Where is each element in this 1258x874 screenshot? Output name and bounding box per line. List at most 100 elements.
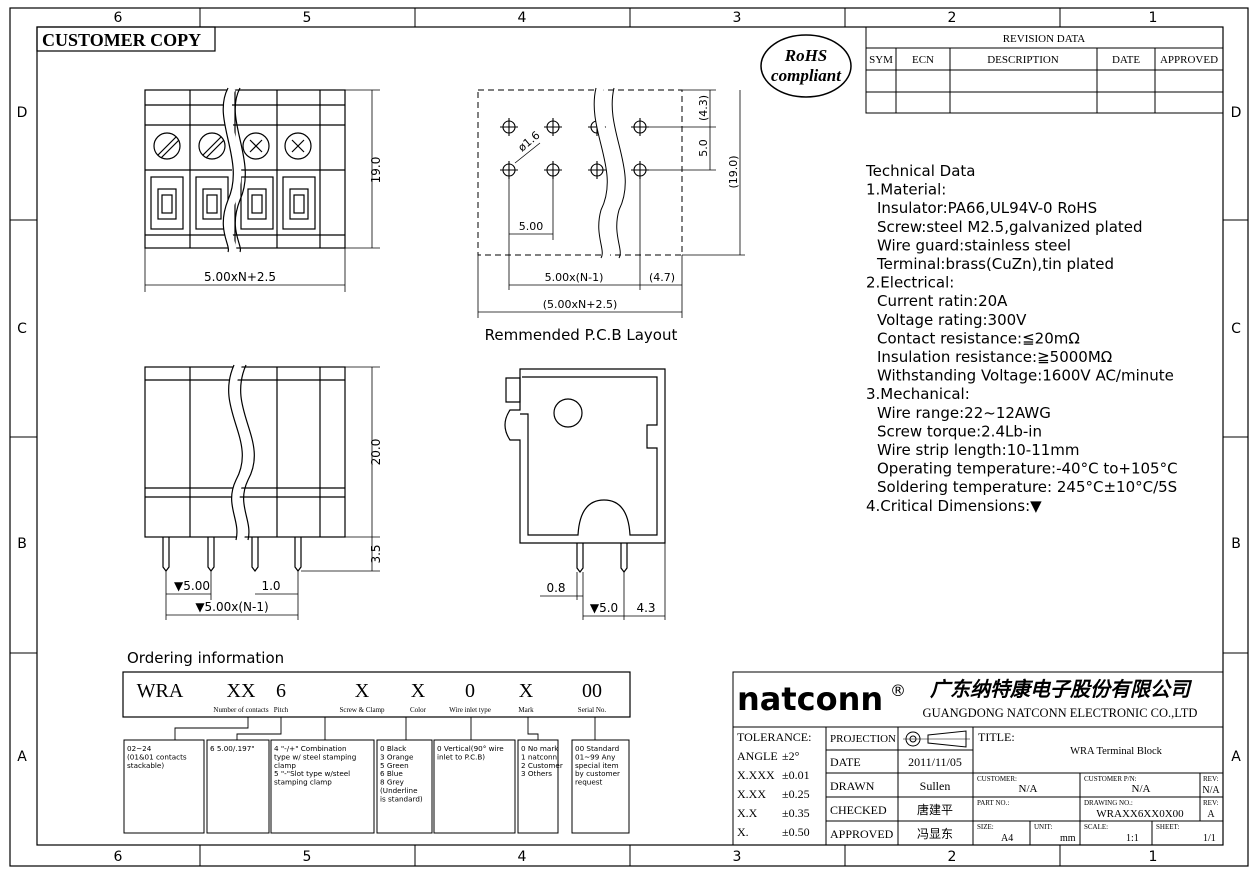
side-view (144, 363, 380, 620)
pcb-dim-pitch-n1: 5.00x(N-1) (545, 271, 604, 284)
revision-header-description: DESCRIPTION (987, 54, 1059, 66)
tolerance-value: ±2° (782, 749, 800, 763)
technical-line: Insulator:PA66,UL94V-0 RoHS (877, 199, 1097, 217)
ordering-option-line: 01~99 Any (575, 752, 616, 761)
tolerance-label: X.X (737, 806, 758, 820)
ordering-option-line: clamp (274, 761, 296, 770)
ordering-option-line: 6 Blue (380, 769, 403, 778)
ordering-option-line: 5 "-"Slot type w/steel (274, 769, 350, 778)
drawing-no-label: DRAWING NO.: (1084, 799, 1133, 807)
title-block-row-label: APPROVED (830, 827, 894, 841)
front-dim-width: 5.00xN+2.5 (204, 270, 276, 284)
revision-header-date: DATE (1112, 54, 1140, 66)
zone-left-b: B (17, 536, 27, 552)
profile-dim-5-0: ▼5.0 (590, 601, 618, 615)
title-block-row-label: DATE (830, 755, 861, 769)
ordering-code: 6 (276, 680, 286, 702)
tolerance-value: ±0.01 (782, 768, 810, 782)
pcb-dim-total: (5.00xN+2.5) (543, 298, 618, 311)
ordering-option-line: 0 Vertical(90° wire (437, 744, 504, 753)
sheet-value: 1/1 (1203, 833, 1216, 844)
ordering-label: Serial No. (578, 706, 607, 714)
tolerance-label: X. (737, 825, 749, 839)
ordering-option-line: request (575, 778, 603, 787)
title-block-row-label: PROJECTION (830, 733, 896, 745)
technical-line: Voltage rating:300V (877, 311, 1027, 329)
zone-left-a: A (17, 749, 27, 765)
brand-logo: natconn (737, 680, 883, 718)
pcb-dim-5-00: 5.00 (519, 220, 544, 233)
technical-line: Operating temperature:-40°C to+105°C (877, 460, 1178, 478)
front-view (144, 86, 380, 292)
zone-right-d: D (1231, 105, 1242, 121)
revision-title: REVISION DATA (1003, 33, 1086, 45)
ordering-option-box (571, 739, 630, 834)
zone-bottom-4: 4 (518, 849, 527, 865)
technical-line: Technical Data (865, 162, 975, 180)
ordering-option-line: 0 Black (380, 744, 407, 753)
rohs-line2: compliant (771, 66, 842, 85)
profile-dim-4-3: 4.3 (636, 601, 655, 615)
rev-label-2: REV: (1203, 799, 1218, 807)
title-block-row-label: CHECKED (830, 803, 887, 817)
tolerance-label: X.XXX (737, 768, 775, 782)
technical-line: 4.Critical Dimensions:▼ (866, 497, 1042, 515)
ordering-option-box (517, 739, 559, 834)
ordering-label: Screw & Clamp (339, 706, 385, 714)
pcb-layout (477, 87, 745, 318)
zone-top-1: 1 (1149, 10, 1158, 26)
outer-frame (9, 7, 1249, 867)
title-label: TITLE: (978, 730, 1015, 744)
ordering-option-line: 0 No mark (521, 744, 559, 753)
zone-bottom-1: 1 (1149, 849, 1158, 865)
zone-bottom-3: 3 (733, 849, 742, 865)
zone-bottom-5: 5 (303, 849, 312, 865)
scale-label: SCALE: (1084, 823, 1108, 831)
pcb-caption: Remmended P.C.B Layout (485, 326, 678, 344)
zone-left-d: D (17, 105, 28, 121)
zone-top-6: 6 (114, 10, 123, 26)
ordering-option-line: special item (575, 761, 619, 770)
technical-line: Wire guard:stainless steel (877, 236, 1071, 254)
rev-label-1: REV: (1203, 775, 1218, 783)
ordering-option-line: (Underline (380, 786, 418, 795)
zone-bottom-6: 6 (114, 849, 123, 865)
ordering-code-box (122, 671, 631, 718)
zone-right-b: B (1231, 536, 1241, 552)
zone-top-4: 4 (518, 10, 527, 26)
ordering-label: Pitch (274, 706, 289, 714)
tolerance-value: ±0.50 (782, 825, 810, 839)
ordering-option-line: inlet to P.C.B) (437, 752, 485, 761)
technical-line: Insulation resistance:≧5000MΩ (877, 348, 1112, 366)
ordering-label: Number of contacts (213, 706, 268, 714)
side-dim-pin-length: 3.5 (369, 544, 383, 563)
company-name-cn: 广东纳特康电子股份有限公司 (930, 677, 1193, 701)
technical-line: Withstanding Voltage:1600V AC/minute (877, 367, 1174, 385)
ordering-code: X (519, 680, 534, 702)
customer-value: N/A (1019, 783, 1038, 795)
brand-registered: ® (890, 681, 906, 700)
profile-dim-pin: 0.8 (546, 581, 565, 595)
side-dim-total-pitch: ▼5.00x(N-1) (195, 600, 268, 614)
ordering-option-line: stamping clamp (274, 778, 332, 787)
customer-pn-value: N/A (1132, 783, 1151, 795)
ordering-option-line: (01&01 contacts (127, 752, 187, 761)
ordering-code: 00 (582, 680, 602, 702)
ordering-label: Mark (518, 706, 534, 714)
title-block-row-value: Sullen (920, 779, 951, 793)
technical-line: Contact resistance:≦20mΩ (877, 329, 1080, 347)
technical-line: 3.Mechanical: (866, 385, 970, 403)
side-dim-height: 20.0 (369, 439, 383, 466)
revision-header-ecn: ECN (912, 54, 934, 66)
ordering-option-line: 02~24 (127, 744, 152, 753)
ordering-code: WRA (137, 680, 184, 702)
ordering-option-line: by customer (575, 769, 620, 778)
technical-line: Current ratin:20A (877, 292, 1008, 310)
zone-top-2: 2 (948, 10, 957, 26)
unit-value: mm (1060, 833, 1076, 844)
technical-line: Wire strip length:10-11mm (877, 441, 1080, 459)
